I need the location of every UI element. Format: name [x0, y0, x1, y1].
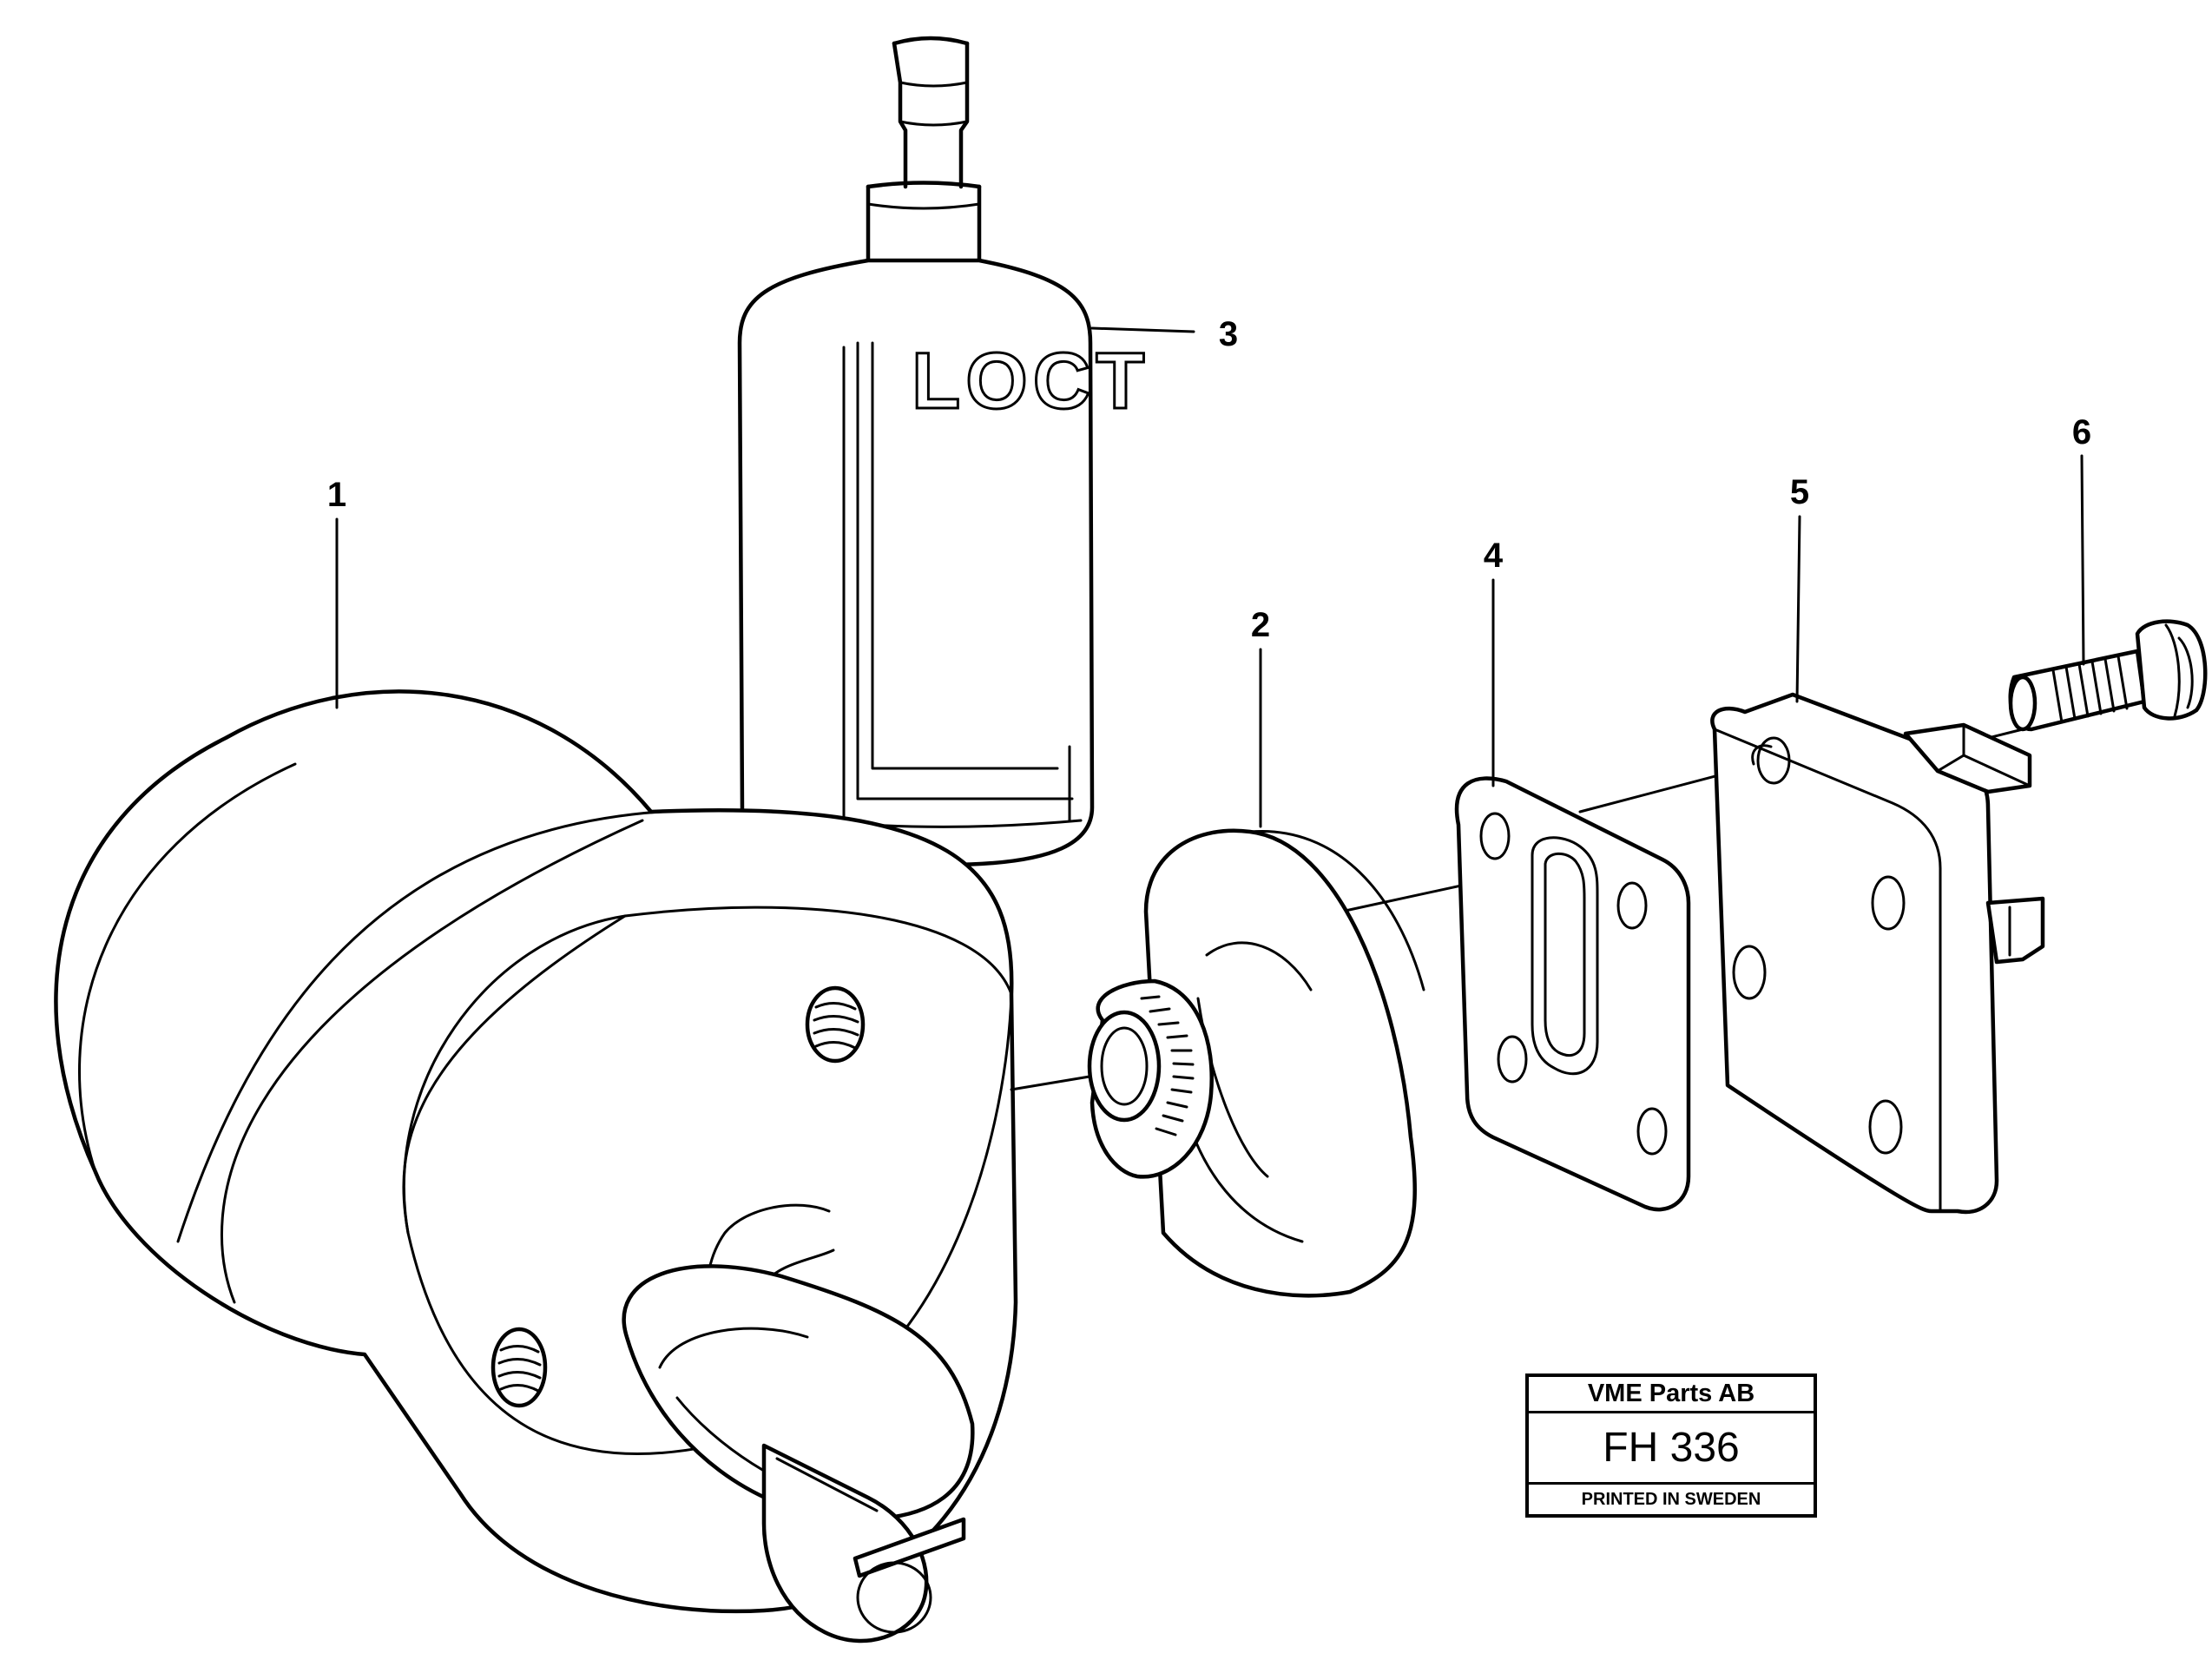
- company-name: VME Parts AB: [1529, 1377, 1814, 1413]
- part-3-bottle: LOCT: [740, 38, 1149, 865]
- part-2-adapter: [1090, 831, 1424, 1296]
- title-block: VME Parts AB FH 336 PRINTED IN SWEDEN: [1525, 1373, 1817, 1518]
- callout-5: 5: [1789, 473, 1810, 511]
- part-1-sensor-body: [56, 691, 1016, 1641]
- part-5-switch-housing: [1712, 695, 2043, 1212]
- callout-1: 1: [326, 476, 347, 514]
- bottle-label-text: LOCT: [912, 337, 1149, 425]
- callout-4: 4: [1483, 537, 1504, 575]
- part-4-gasket: [1457, 779, 1689, 1210]
- part-6-screw: [2011, 622, 2205, 729]
- callout-3: 3: [1218, 315, 1239, 353]
- callout-2: 2: [1250, 606, 1271, 644]
- figure-code: FH 336: [1529, 1413, 1814, 1485]
- callout-6: 6: [2071, 413, 2092, 451]
- callout-leaders: [337, 328, 2084, 827]
- printed-in: PRINTED IN SWEDEN: [1581, 1489, 1761, 1509]
